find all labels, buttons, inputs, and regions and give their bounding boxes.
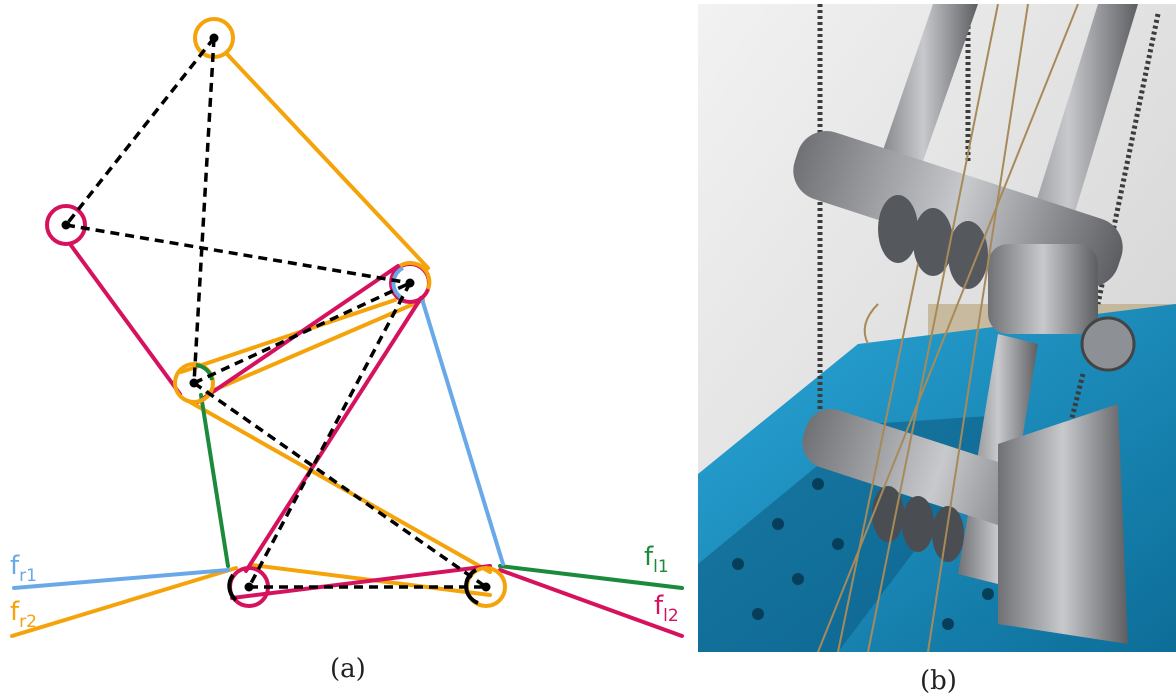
base-block [998,404,1128,644]
mechanism-diagram: fr1 fr2 fl1 fl2 [10,17,684,638]
label-fl1: fl1 [644,542,669,577]
caption-b: (b) [920,666,957,696]
joint-centers [61,33,491,592]
prototype-photo [698,4,1176,652]
upper-pulleys [878,195,988,289]
cables [817,4,1079,652]
pulley-middle-green-arc [195,363,214,381]
blue-cable [12,297,505,590]
pulley-bottom-left-black-arc [227,573,238,602]
caption-a: (a) [330,654,366,684]
pulley-right-upper-blue-arc [391,266,405,300]
pulley-left [45,204,87,246]
pulley-right-upper-orange-arc [398,260,432,290]
dashed-links [64,36,488,589]
green-cable [199,393,684,590]
pulley-middle [173,362,215,404]
label-fr2: fr2 [10,597,37,632]
label-fr1: fr1 [10,551,37,586]
orange-cable [10,51,492,638]
magenta-cable [68,242,684,638]
label-fl2: fl2 [654,591,679,626]
